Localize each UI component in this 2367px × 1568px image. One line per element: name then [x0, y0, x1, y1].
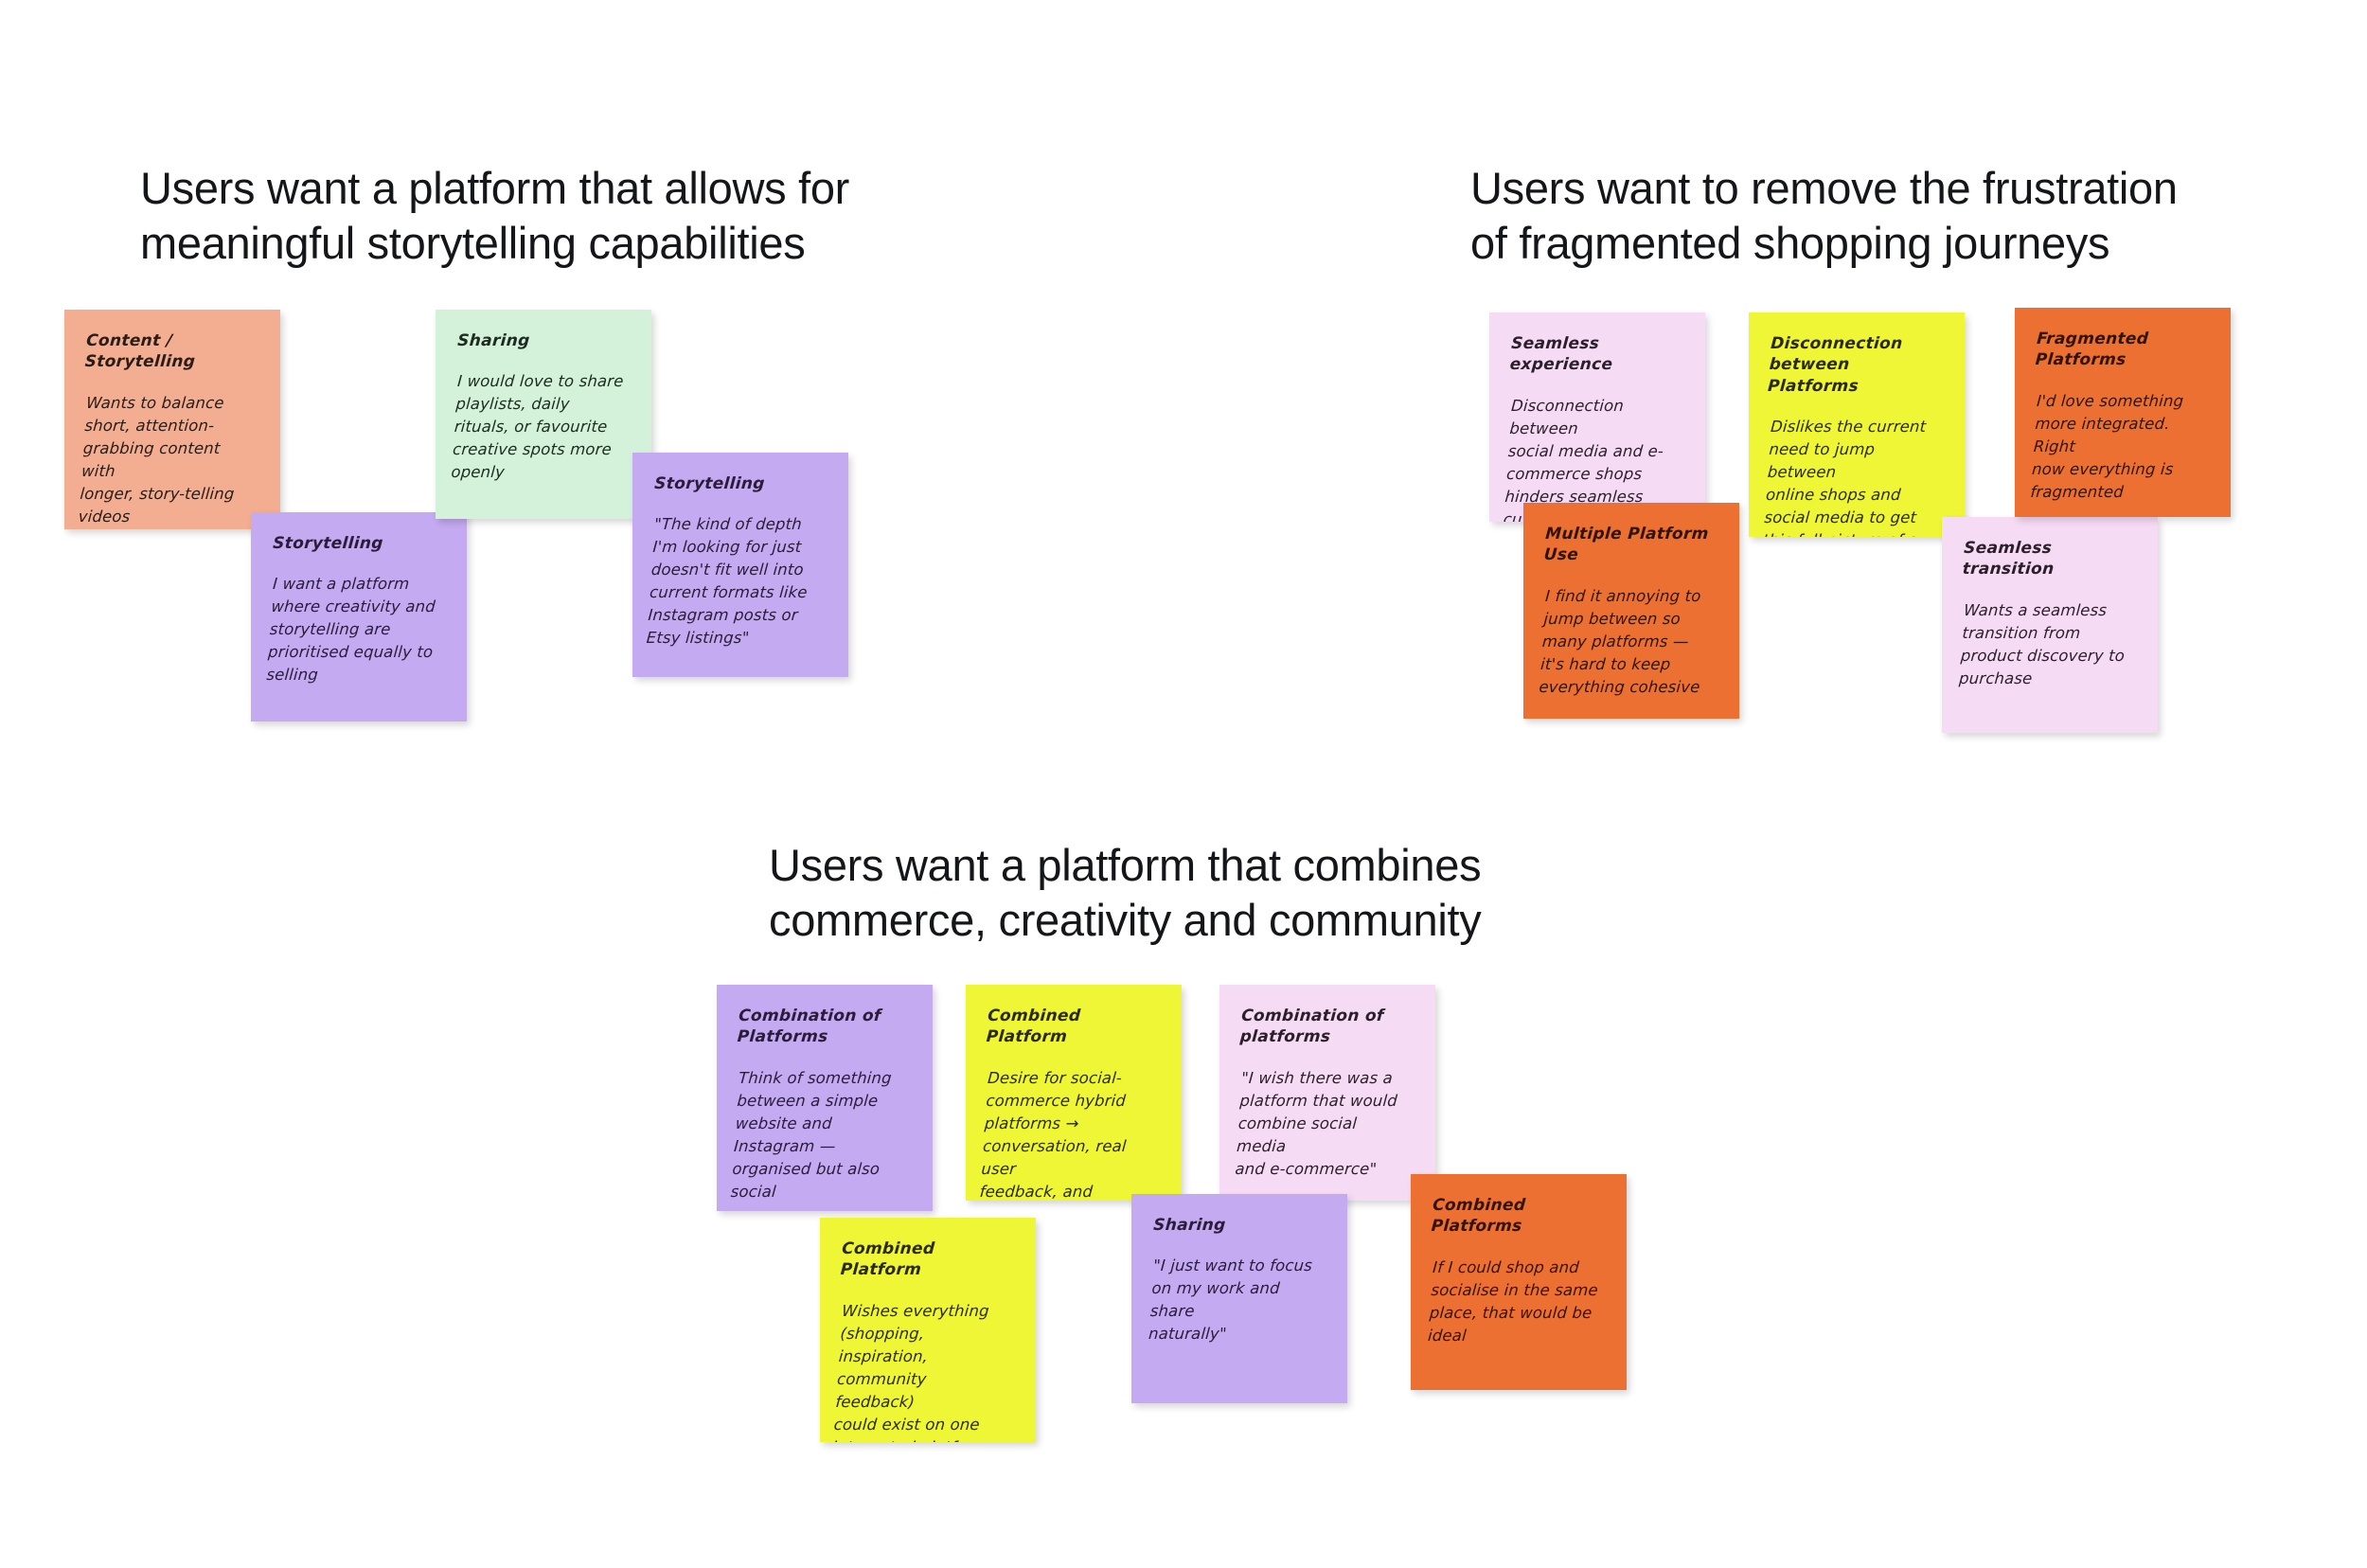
sticky-note-multiple-platform-use[interactable]: Multiple Platform Use I find it annoying …	[1523, 503, 1739, 719]
cluster-title-storytelling: Users want a platform that allows for me…	[140, 163, 850, 269]
sticky-note-title: Storytelling	[653, 474, 766, 493]
sticky-note-body: Think of something between a simple webs…	[730, 1068, 893, 1201]
sticky-note-body: "The kind of depth I'm looking for just …	[646, 515, 809, 648]
sticky-note-title: Combined Platform	[839, 1239, 936, 1280]
sticky-note-title: Seamless transition	[1961, 539, 2056, 579]
sticky-note-body: "I wish there was a platform that would …	[1234, 1068, 1398, 1178]
sticky-note-body: I want a platform where creativity and s…	[265, 575, 436, 685]
sticky-note-storytelling-purple-2[interactable]: Storytelling "The kind of depth I'm looki…	[632, 453, 848, 677]
sticky-note-sharing-green[interactable]: Sharing I would love to share playlists, …	[436, 310, 651, 519]
sticky-note-title: Storytelling	[272, 534, 384, 553]
sticky-note-body: If I could shop and socialise in the sam…	[1427, 1257, 1599, 1345]
sticky-note-title: Seamless experience	[1508, 334, 1614, 375]
sticky-note-body: Dislikes the current need to jump betwee…	[1762, 418, 1927, 537]
sticky-note-body: I find it annoying to jump between so ma…	[1538, 586, 1702, 696]
sticky-note-title: Fragmented Platforms	[2034, 330, 2149, 370]
sticky-note-body: I'd love something more integrated. Righ…	[2029, 391, 2184, 501]
cluster-title-fragmented-journeys: Users want to remove the frustration of …	[1470, 163, 2178, 269]
sticky-note-combined-platforms-orange[interactable]: Combined Platforms If I could shop and so…	[1411, 1174, 1627, 1390]
sticky-note-body: Wishes everything (shopping, inspiration…	[831, 1301, 990, 1442]
sticky-note-title: Disconnection between Platforms	[1767, 334, 1904, 396]
cluster-title-commerce-creativity-community: Users want a platform that combines comm…	[769, 840, 1482, 946]
sticky-note-title: Sharing	[1152, 1216, 1227, 1235]
sticky-note-body: Wants a seamless transition from product…	[1958, 600, 2126, 687]
sticky-note-body: Wants to balance short, attention- grabb…	[78, 393, 236, 526]
sticky-note-title: Combination of Platforms	[736, 1007, 882, 1047]
sticky-note-title: Sharing	[456, 331, 531, 350]
sticky-note-title: Combined Platforms	[1430, 1196, 1527, 1237]
sticky-note-combination-of-platforms-pink[interactable]: Combination of platforms "I wish there wa…	[1219, 985, 1435, 1201]
sticky-note-sharing-purple[interactable]: Sharing "I just want to focus on my work …	[1131, 1194, 1347, 1403]
sticky-note-body: Desire for social- commerce hybrid platf…	[979, 1068, 1128, 1201]
sticky-note-body: I would love to share playlists, daily r…	[450, 372, 625, 482]
sticky-note-title: Combination of platforms	[1238, 1007, 1385, 1047]
sticky-note-title: Multiple Platform Use	[1542, 525, 1710, 565]
sticky-note-title: Combined Platform	[985, 1007, 1082, 1047]
sticky-note-title: Content / Storytelling	[83, 331, 196, 372]
sticky-note-body: "I just want to focus on my work and sha…	[1148, 1256, 1313, 1344]
sticky-note-storytelling-purple-1[interactable]: Storytelling I want a platform where crea…	[251, 512, 467, 722]
